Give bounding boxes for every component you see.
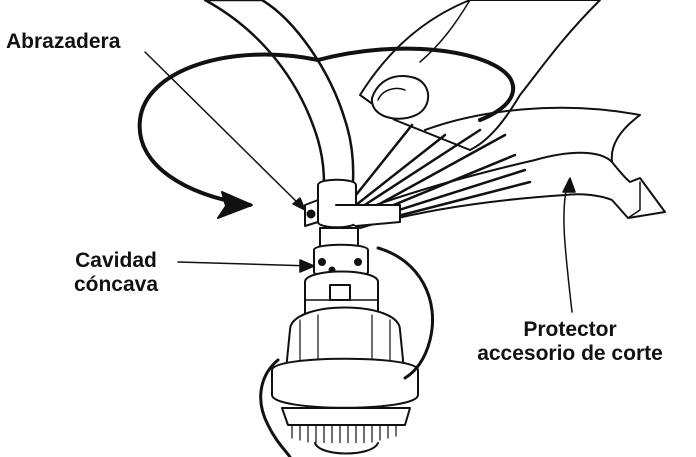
hand (359, 0, 601, 151)
rotation-arrow (137, 46, 516, 219)
label-clamp-text: Abrazadera (6, 30, 121, 53)
label-clamp: Abrazadera (6, 30, 120, 54)
label-guard: Protector accesorio de corte (450, 318, 690, 366)
shaft (203, 0, 355, 212)
clamp (304, 178, 401, 229)
label-concave-cavity: Cavidad cóncava (56, 249, 176, 297)
label-concave-cavity-line2: cóncava (73, 273, 159, 296)
label-guard-line1: Protector (523, 318, 617, 341)
leader-lines (144, 51, 576, 313)
label-concave-cavity-line1: Cavidad (75, 249, 157, 272)
guard-ribs (350, 123, 532, 220)
label-guard-line2: accesorio de corte (477, 342, 663, 365)
trimmer-line (259, 246, 435, 457)
trimmer-head (271, 306, 419, 455)
connector (313, 227, 369, 279)
